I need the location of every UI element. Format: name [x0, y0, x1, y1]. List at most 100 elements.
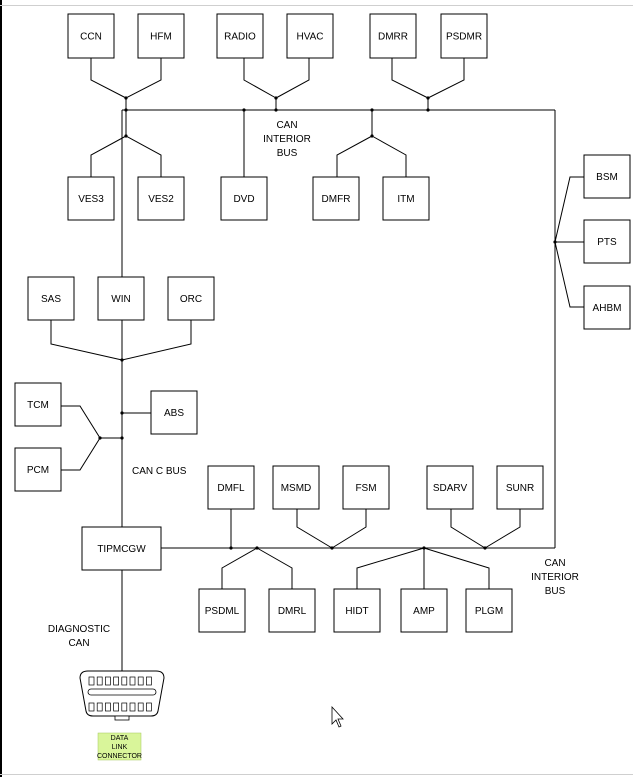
- module-label-plgm: PLGM: [475, 606, 503, 617]
- module-psdml: PSDML: [198, 588, 246, 633]
- module-psdmr: PSDMR: [440, 13, 488, 59]
- connector-pin: [137, 676, 144, 686]
- module-label-orc: ORC: [180, 294, 202, 305]
- module-box: [583, 285, 631, 330]
- bottom-border: [0, 774, 633, 775]
- junction-dot: [553, 240, 557, 244]
- junction-dot: [370, 108, 374, 112]
- module-label-dmrl: DMRL: [278, 606, 307, 617]
- can-interior-top-line3: BUS: [277, 148, 298, 159]
- connector-pin: [113, 702, 119, 712]
- junction-dot: [120, 436, 124, 440]
- module-label-ccn: CCN: [80, 32, 102, 43]
- junction-dot: [274, 96, 278, 100]
- can-interior-bottom-line3: BUS: [545, 586, 566, 597]
- module-dmrr: DMRR: [369, 13, 417, 59]
- junction-dot: [422, 546, 426, 550]
- module-box: [268, 588, 316, 633]
- junction-dot: [274, 108, 278, 112]
- module-dmrl: DMRL: [268, 588, 316, 633]
- module-win: WIN: [97, 276, 145, 321]
- module-hvac: HVAC: [286, 13, 334, 59]
- module-label-pcm: PCM: [27, 465, 49, 476]
- connector-pin: [113, 676, 119, 686]
- connector-pin: [137, 702, 144, 712]
- junction-dot: [229, 546, 233, 550]
- module-hidt: HIDT: [333, 588, 381, 633]
- bus-labels: CAN INTERIOR BUS CAN INTERIOR BUS CAN C …: [48, 120, 579, 649]
- module-box: [137, 176, 185, 221]
- module-dmfl: DMFL: [207, 465, 255, 510]
- module-box: [286, 13, 334, 59]
- module-ccn: CCN: [67, 13, 115, 59]
- data-link-connector: DATA LINK CONNECTOR: [79, 670, 165, 761]
- connector-pin: [129, 702, 136, 712]
- junction-dot: [120, 411, 124, 415]
- module-box: [67, 13, 115, 59]
- connector-pin: [146, 702, 152, 712]
- dlc-label-line2: LINK: [112, 744, 128, 751]
- bus-wires: [50, 58, 584, 671]
- module-box: [220, 176, 268, 221]
- module-ves2: VES2: [137, 176, 185, 221]
- module-radio: RADIO: [216, 13, 264, 59]
- module-box: [27, 276, 75, 321]
- module-ves3: VES3: [67, 176, 115, 221]
- module-box: [312, 176, 360, 221]
- junction-dot: [370, 134, 374, 138]
- module-label-amp: AMP: [413, 606, 435, 617]
- module-box: [67, 176, 115, 221]
- module-itm: ITM: [382, 176, 430, 221]
- module-label-psdmr: PSDMR: [446, 32, 482, 43]
- module-pts: PTS: [583, 219, 631, 264]
- dlc-label-line1: DATA: [111, 735, 129, 742]
- module-sunr: SUNR: [496, 465, 544, 510]
- module-box: [216, 13, 264, 59]
- can-c-bus-label: CAN C BUS: [132, 466, 187, 477]
- obd-connector-icon: [79, 670, 165, 721]
- module-box: [400, 588, 448, 633]
- module-box: [382, 176, 430, 221]
- module-ahbm: AHBM: [583, 285, 631, 330]
- connector-pin: [96, 702, 103, 712]
- module-box: [14, 382, 62, 427]
- diagnostic-can-line2: CAN: [68, 638, 89, 649]
- module-label-abs: ABS: [164, 408, 184, 419]
- module-box: [369, 13, 417, 59]
- can-interior-bottom-line1: CAN: [544, 558, 565, 569]
- mouse-cursor-icon: [331, 705, 344, 728]
- module-dvd: DVD: [220, 176, 268, 221]
- module-label-sunr: SUNR: [506, 483, 534, 494]
- module-label-ahbm: AHBM: [593, 303, 622, 314]
- connector-pin: [105, 702, 111, 712]
- junction-dot: [98, 436, 102, 440]
- module-label-msmd: MSMD: [281, 483, 312, 494]
- junction-dot: [426, 108, 430, 112]
- module-box: [198, 588, 246, 633]
- module-label-dmfr: DMFR: [322, 194, 351, 205]
- module-label-ves2: VES2: [148, 194, 174, 205]
- connector-pin: [146, 676, 152, 686]
- junction-dot: [242, 108, 246, 112]
- junction-dot: [483, 546, 487, 550]
- left-border: [0, 0, 2, 777]
- module-sdarv: SDARV: [426, 465, 474, 510]
- module-label-radio: RADIO: [224, 32, 256, 43]
- module-label-sdarv: SDARV: [433, 483, 468, 494]
- module-box: [272, 465, 320, 510]
- module-box: [496, 465, 544, 510]
- module-orc: ORC: [167, 276, 215, 321]
- module-box: [137, 13, 185, 59]
- bus-junctions: [98, 96, 557, 550]
- module-box: [440, 13, 488, 59]
- module-plgm: PLGM: [465, 588, 513, 633]
- module-label-dmfl: DMFL: [217, 483, 245, 494]
- module-fsm: FSM: [342, 465, 390, 510]
- module-tcm: TCM: [14, 382, 62, 427]
- module-label-hidt: HIDT: [345, 606, 368, 617]
- module-label-itm: ITM: [397, 194, 414, 205]
- module-box: [81, 526, 162, 571]
- module-label-fsm: FSM: [355, 483, 376, 494]
- connector-pin: [105, 676, 111, 686]
